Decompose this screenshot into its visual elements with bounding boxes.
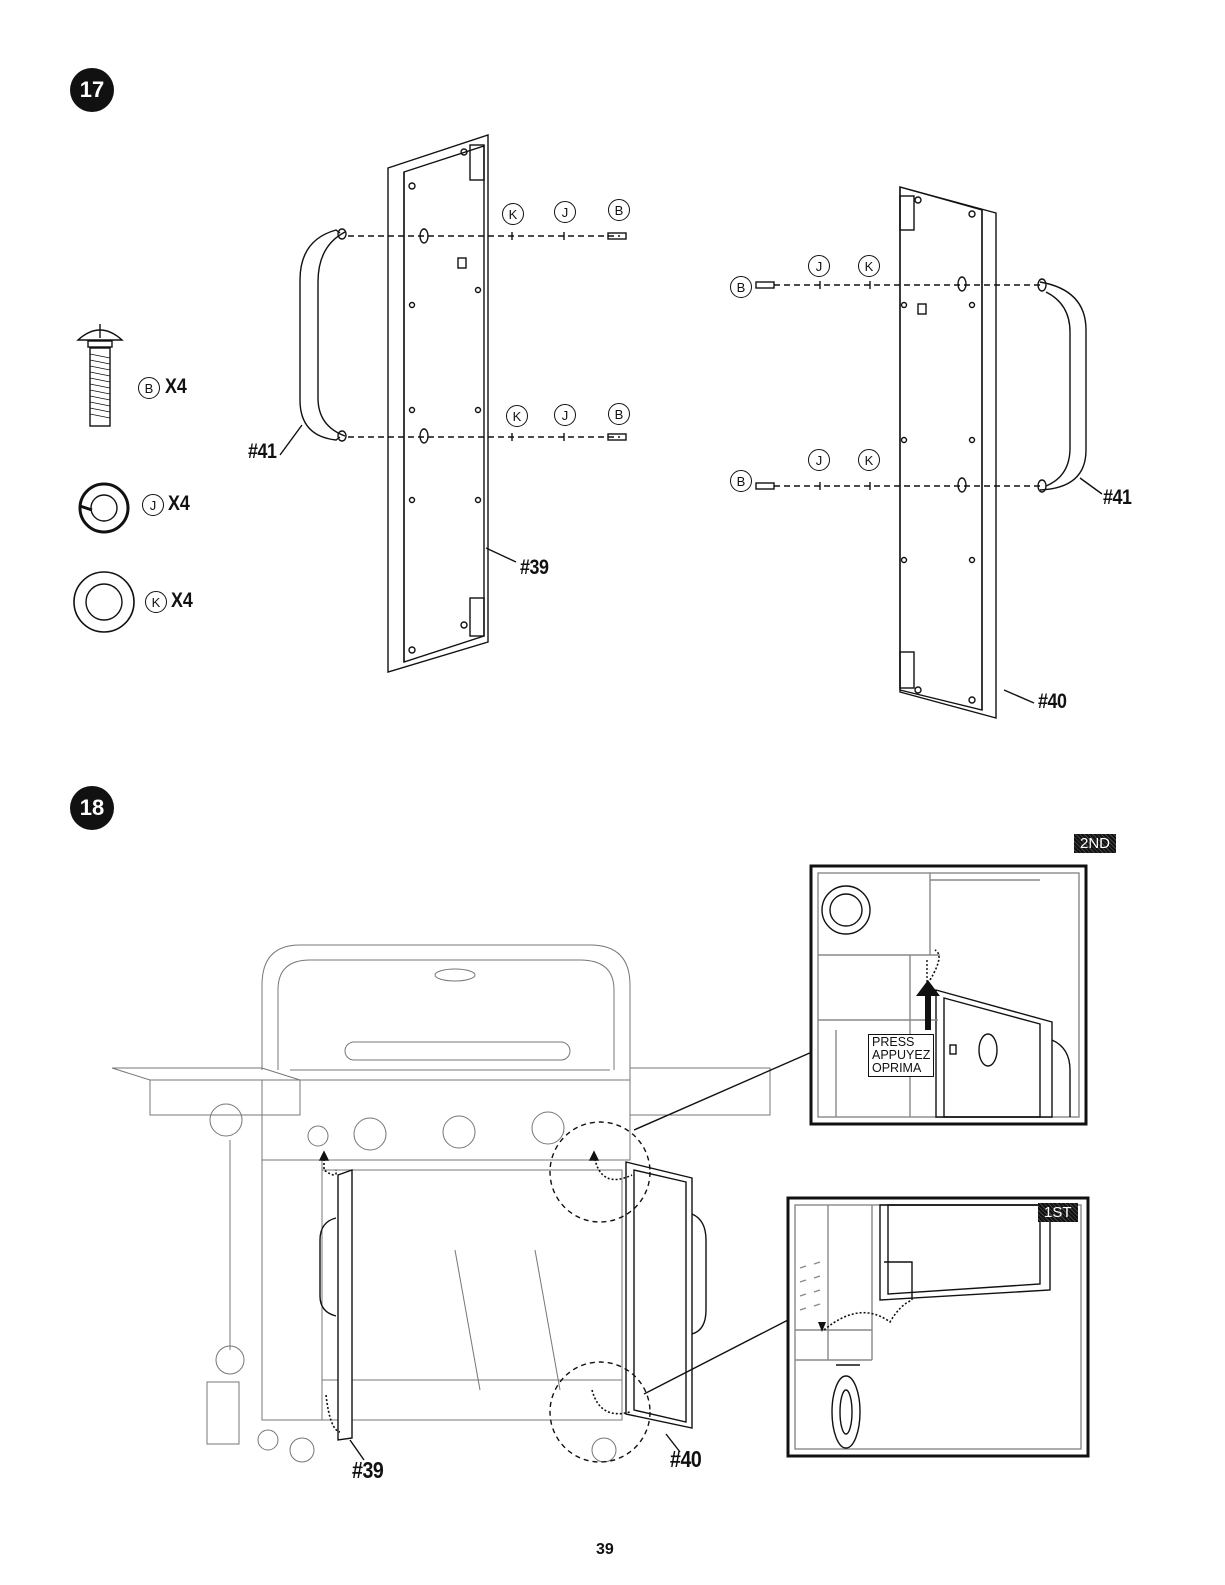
press-line-es: OPRIMA — [872, 1062, 930, 1075]
door-panel-39 — [388, 135, 488, 672]
press-instruction: PRESS APPUYEZ OPRIMA — [868, 1034, 934, 1077]
detail-1st — [788, 1198, 1088, 1456]
hardware-k-qty: X4 — [171, 589, 193, 613]
part-j-bottom-left: J — [554, 404, 576, 426]
door-39-installed — [320, 1170, 352, 1440]
label-panel-39-step17: #39 — [520, 556, 549, 580]
hardware-b-qty: X4 — [165, 375, 187, 399]
part-b-top-left: B — [608, 199, 630, 221]
part-j-bottom-right: J — [808, 449, 830, 471]
part-k-top-left: K — [502, 203, 524, 225]
page-number: 39 — [596, 1541, 614, 1559]
bolt-icon — [78, 324, 122, 426]
door-40-installed — [626, 1162, 706, 1428]
label-handle-41-right: #41 — [1103, 486, 1132, 510]
label-door-40: #40 — [670, 1446, 701, 1473]
handle-41-left — [300, 229, 346, 441]
part-j-top-right: J — [808, 255, 830, 277]
lock-washer-icon — [80, 484, 128, 532]
tag-1st: 1ST — [1038, 1203, 1078, 1222]
door-panel-40 — [900, 187, 996, 718]
label-handle-41-left: #41 — [248, 440, 277, 464]
hardware-j-qty: X4 — [168, 492, 190, 516]
part-b-bottom-right: B — [730, 470, 752, 492]
leader-41-left — [280, 425, 302, 455]
leader-41-right — [1080, 478, 1102, 494]
flat-washer-icon — [74, 572, 134, 632]
part-b-top-right: B — [730, 276, 752, 298]
part-k-bottom-right: K — [858, 449, 880, 471]
label-panel-40-step17: #40 — [1038, 690, 1067, 714]
part-j-top-left: J — [554, 201, 576, 223]
hardware-b-letter: B — [138, 377, 160, 399]
handle-41-right — [1038, 279, 1086, 492]
hardware-k-letter: K — [145, 591, 167, 613]
part-k-bottom-left: K — [506, 405, 528, 427]
detail-2nd — [811, 866, 1086, 1124]
leader-40-top — [1004, 690, 1034, 703]
tag-2nd: 2ND — [1074, 834, 1116, 853]
part-k-top-right: K — [858, 255, 880, 277]
label-door-39: #39 — [352, 1457, 383, 1484]
leader-39-top — [486, 548, 516, 562]
hardware-j-letter: J — [142, 494, 164, 516]
part-b-bottom-left: B — [608, 403, 630, 425]
